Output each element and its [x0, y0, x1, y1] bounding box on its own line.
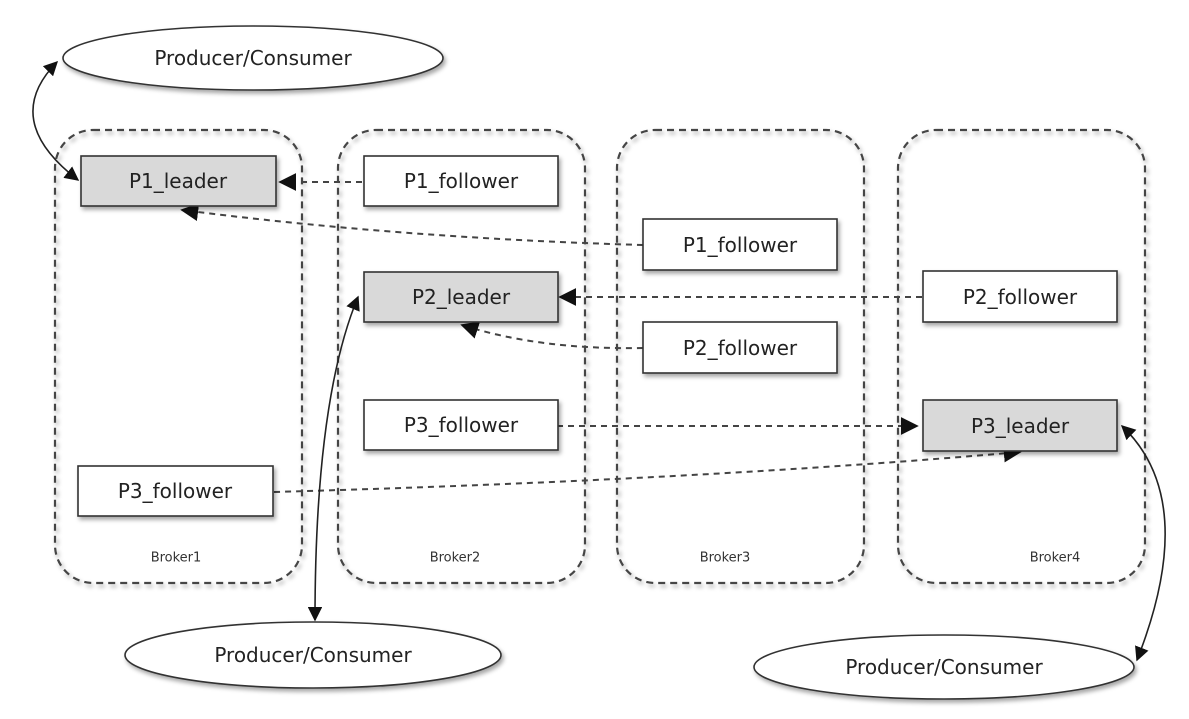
client-label: Producer/Consumer	[154, 46, 352, 70]
client-bottom-right[interactable]: Producer/Consumer	[753, 634, 1135, 700]
partition-b4-p2-follower[interactable]: P2_follower	[922, 270, 1118, 323]
broker-4: Broker4	[896, 128, 1147, 585]
partition-box[interactable]	[80, 155, 277, 207]
broker-1: Broker1	[53, 128, 304, 585]
broker-1-boundary	[53, 128, 304, 585]
partition-label: P3_leader	[971, 414, 1070, 438]
client-ellipse[interactable]	[62, 25, 444, 91]
client-bottom-left[interactable]: Producer/Consumer	[124, 621, 502, 689]
partition-b2-p2-leader[interactable]: P2_leader	[363, 271, 559, 323]
partition-box[interactable]	[363, 399, 559, 451]
broker-3-label: Broker3	[700, 551, 751, 566]
edge-client-br-to-p3leader	[1120, 425, 1166, 662]
partition-box[interactable]	[363, 155, 559, 207]
partition-label: P1_leader	[129, 169, 228, 193]
partition-box[interactable]	[922, 270, 1118, 323]
partition-b2-p1-follower[interactable]: P1_follower	[363, 155, 559, 207]
partition-b4-p3-leader[interactable]: P3_leader	[922, 399, 1118, 452]
partition-label: P3_follower	[404, 413, 519, 437]
partition-label: P2_follower	[683, 336, 798, 360]
partition-label: P1_follower	[683, 233, 798, 257]
client-top[interactable]: Producer/Consumer	[62, 25, 444, 91]
broker-4-label: Broker4	[1030, 551, 1081, 566]
broker-1-label: Broker1	[151, 551, 202, 566]
partition-box[interactable]	[642, 321, 838, 374]
partition-label: P1_follower	[404, 169, 519, 193]
client-ellipse[interactable]	[124, 621, 502, 689]
client-label: Producer/Consumer	[845, 655, 1043, 679]
partition-box[interactable]	[363, 271, 559, 323]
partition-box[interactable]	[922, 399, 1118, 452]
client-ellipse[interactable]	[753, 634, 1135, 700]
broker-4-boundary	[896, 128, 1147, 585]
broker-3-boundary	[615, 128, 866, 585]
edge-b3p2f-to-p2leader	[460, 321, 644, 350]
edge-client-bl-to-p2leader	[307, 295, 360, 622]
edge-b3p1f-to-p1leader	[180, 203, 644, 246]
edge-client-top-to-p1leader	[32, 60, 80, 181]
broker-2-label: Broker2	[430, 551, 481, 566]
partition-b1-p1-leader[interactable]: P1_leader	[80, 155, 277, 207]
partition-b3-p1-follower[interactable]: P1_follower	[642, 218, 838, 271]
partition-label: P2_leader	[412, 285, 511, 309]
partition-b2-p3-follower[interactable]: P3_follower	[363, 399, 559, 451]
client-label: Producer/Consumer	[214, 643, 412, 667]
partition-box[interactable]	[77, 465, 274, 517]
edge-b1p3f-to-p3leader	[273, 444, 1022, 493]
partition-box[interactable]	[642, 218, 838, 271]
broker-3: Broker3	[615, 128, 866, 585]
partition-label: P3_follower	[118, 479, 233, 503]
partition-b3-p2-follower[interactable]: P2_follower	[642, 321, 838, 374]
partition-b1-p3-follower[interactable]: P3_follower	[77, 465, 274, 517]
partition-label: P2_follower	[963, 285, 1078, 309]
